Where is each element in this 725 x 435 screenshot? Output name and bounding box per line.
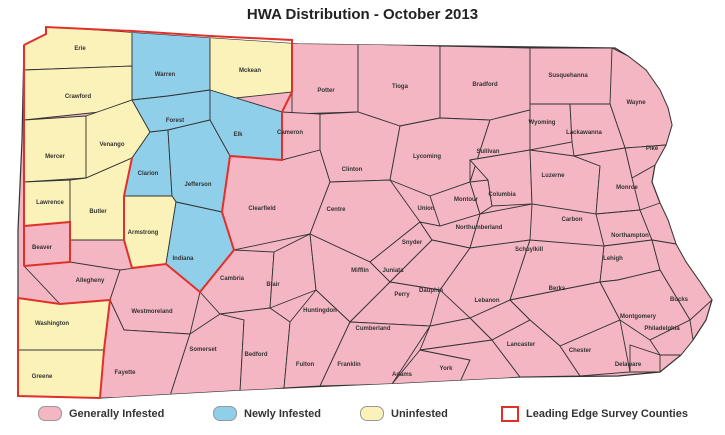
county-label-philadelphia: Philadelphia (644, 326, 680, 332)
legend-label-newly: Newly Infested (244, 407, 322, 420)
county-philadelphia (649, 319, 694, 356)
county-label-northampton: Northampton (611, 233, 649, 239)
county-label-cameron: Cameron (277, 130, 303, 136)
county-label-wayne: Wayne (626, 100, 646, 106)
county-label-cambria: Cambria (220, 276, 245, 282)
county-label-mercer: Mercer (45, 154, 65, 160)
legend-item-newly: Newly Infested (213, 406, 321, 421)
county-label-somerset: Somerset (189, 347, 216, 353)
county-delaware (629, 344, 661, 373)
county-label-dauphin: Dauphin (419, 288, 443, 294)
county-label-lebanon: Lebanon (475, 298, 500, 304)
county-mercer (23, 115, 87, 183)
county-northampton (639, 202, 677, 245)
county-label-lycoming: Lycoming (413, 154, 441, 160)
county-wyoming (529, 103, 573, 151)
county-label-bedford: Bedford (245, 352, 268, 358)
county-label-snyder: Snyder (402, 240, 423, 246)
county-label-schuylkill: Schuylkill (515, 247, 543, 253)
county-label-westmoreland: Westmoreland (131, 309, 173, 315)
county-label-monroe: Monroe (616, 185, 638, 191)
county-beaver (23, 221, 71, 267)
county-label-carbon: Carbon (562, 217, 583, 223)
county-label-warren: Warren (155, 72, 176, 78)
legend-item-generally: Generally Infested (38, 406, 164, 421)
legend-label-uninfested: Uninfested (391, 407, 448, 420)
county-label-tioga: Tioga (392, 84, 409, 90)
county-label-bucks: Bucks (670, 297, 689, 303)
legend-label-generally: Generally Infested (69, 407, 165, 420)
county-label-huntingdon: Huntingdon (303, 308, 337, 314)
county-label-centre: Centre (326, 207, 346, 213)
county-label-washington: Washington (35, 321, 69, 327)
county-label-susquehanna: Susquehanna (548, 73, 588, 79)
county-label-lackawanna: Lackawanna (566, 130, 602, 136)
legend-swatch-uninfested (360, 406, 384, 421)
county-label-lancaster: Lancaster (507, 342, 536, 348)
county-potter (291, 39, 359, 115)
county-label-wyoming: Wyoming (529, 120, 556, 126)
county-label-blair: Blair (266, 282, 280, 288)
county-label-northumberland: Northumberland (456, 225, 503, 231)
county-label-indiana: Indiana (172, 256, 194, 262)
county-label-potter: Potter (317, 88, 335, 94)
county-label-perry: Perry (394, 292, 410, 298)
county-label-clarion: Clarion (138, 171, 159, 177)
county-mckean (209, 35, 293, 99)
county-label-franklin: Franklin (337, 362, 361, 368)
county-label-bradford: Bradford (472, 82, 498, 88)
legend-item-uninfested: Uninfested (360, 406, 448, 421)
legend-swatch-generally (38, 406, 62, 421)
county-label-crawford: Crawford (65, 94, 92, 100)
county-label-columbia: Columbia (488, 192, 516, 198)
county-label-sullivan: Sullivan (476, 149, 499, 155)
county-label-clinton: Clinton (342, 167, 363, 173)
county-label-clearfield: Clearfield (248, 206, 276, 212)
county-label-montgomery: Montgomery (620, 314, 657, 320)
county-label-luzerne: Luzerne (541, 173, 565, 179)
county-label-delaware: Delaware (615, 362, 642, 368)
county-warren (131, 30, 211, 101)
county-columbia (469, 149, 533, 207)
legend-swatch-leading (501, 406, 519, 422)
county-label-pike: Pike (646, 146, 659, 152)
county-label-chester: Chester (569, 348, 592, 354)
county-label-forest: Forest (166, 118, 184, 124)
legend-swatch-newly (213, 406, 237, 421)
county-label-union: Union (418, 206, 435, 212)
county-label-armstrong: Armstrong (128, 230, 159, 236)
legend-label-leading: Leading Edge Survey Counties (526, 408, 688, 420)
county-greene (18, 349, 105, 398)
county-label-york: York (440, 366, 454, 372)
county-label-jefferson: Jefferson (184, 182, 211, 188)
county-label-greene: Greene (32, 374, 53, 380)
county-label-juniata: Juniata (382, 268, 404, 274)
county-label-cumberland: Cumberland (355, 326, 390, 332)
county-label-lehigh: Lehigh (603, 256, 623, 262)
county-label-montour: Montour (454, 197, 479, 203)
county-label-fayette: Fayette (114, 370, 136, 376)
county-label-mifflin: Mifflin (351, 268, 369, 274)
county-label-butler: Butler (89, 209, 107, 215)
county-label-erie: Erie (74, 46, 86, 52)
county-label-lawrence: Lawrence (36, 200, 64, 206)
leading-edge-boundary (17, 25, 293, 399)
county-label-fulton: Fulton (296, 362, 315, 368)
map-legend: Generally Infested Newly Infested Uninfest… (38, 406, 725, 430)
county-label-beaver: Beaver (32, 245, 53, 251)
county-label-allegheny: Allegheny (76, 278, 105, 284)
county-label-berks: Berks (549, 286, 566, 292)
legend-item-leading: Leading Edge Survey Counties (501, 406, 688, 422)
map-title: HWA Distribution - October 2013 (246, 6, 479, 23)
county-label-adams: Adams (392, 372, 413, 378)
county-label-venango: Venango (99, 142, 124, 148)
county-label-elk: Elk (233, 132, 243, 138)
county-label-mckean: Mckean (239, 68, 261, 74)
